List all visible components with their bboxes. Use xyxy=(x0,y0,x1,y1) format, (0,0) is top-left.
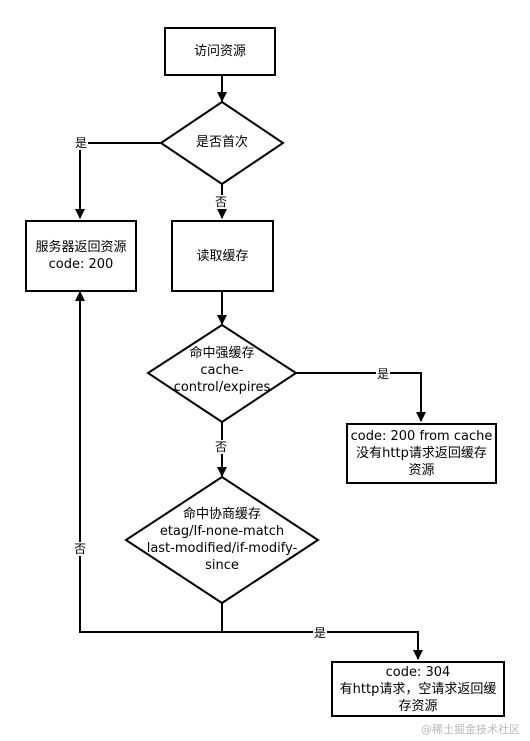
label-yes-negotiated: 是 xyxy=(313,626,328,640)
from-cache-text: code: 200 from cache 没有http请求返回缓存 资源 xyxy=(350,429,493,478)
read-cache-text: 读取缓存 xyxy=(196,248,249,264)
edge-first-yes xyxy=(75,142,161,219)
label-no-strong: 否 xyxy=(214,440,229,454)
from-cache-node: code: 200 from cache 没有http请求返回缓存 资源 xyxy=(346,423,497,484)
read-cache-node: 读取缓存 xyxy=(171,220,274,292)
server-return-text: 服务器返回资源 code: 200 xyxy=(35,240,127,272)
access-resource-text: 访问资源 xyxy=(193,44,246,59)
label-no-first: 否 xyxy=(214,195,229,209)
negotiated-cache-text: 命中协商缓存 etag/If-none-match last-modified/… xyxy=(146,507,298,573)
strong-cache-text: 命中强缓存 cache- control/expires xyxy=(173,346,271,395)
code-304-node: code: 304 有http请求，空请求返回缓 存资源 xyxy=(331,661,505,717)
code-304-text: code: 304 有http请求，空请求返回缓 存资源 xyxy=(339,664,497,714)
access-resource-node: 访问资源 xyxy=(164,27,276,76)
edge-negotiated-no xyxy=(75,291,222,633)
watermark-text: @稀土掘金技术社区 xyxy=(421,723,520,736)
first-time-text: 是否首次 xyxy=(195,135,248,150)
label-yes-strong: 是 xyxy=(376,367,391,381)
edge-negotiated-yes xyxy=(222,631,423,660)
label-no-negotiated: 否 xyxy=(73,542,88,556)
server-return-node: 服务器返回资源 code: 200 xyxy=(25,220,137,292)
edge-strong-yes xyxy=(296,372,426,422)
label-yes-first: 是 xyxy=(74,136,89,150)
